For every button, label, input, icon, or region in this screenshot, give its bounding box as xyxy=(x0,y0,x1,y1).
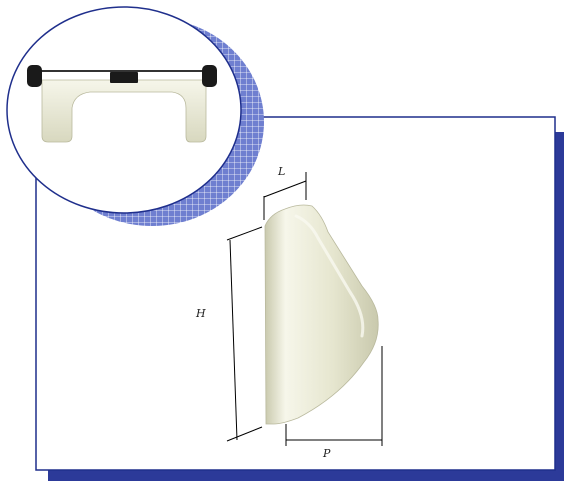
dim-h-extension-top xyxy=(226,226,263,241)
profile-ridge xyxy=(294,214,365,338)
axle-hub xyxy=(110,72,138,83)
dim-l-label: L xyxy=(277,165,285,178)
tire-right xyxy=(202,65,217,87)
dim-l-line xyxy=(263,180,307,198)
bumper-illustration xyxy=(27,65,217,143)
dim-p-label: P xyxy=(322,447,331,460)
profile-shape xyxy=(264,204,379,425)
circle-inset xyxy=(6,6,242,214)
dim-h-label: H xyxy=(195,307,206,320)
dim-h-extension-bottom xyxy=(226,426,263,442)
dim-h-line xyxy=(229,239,238,441)
tire-left xyxy=(27,65,42,87)
